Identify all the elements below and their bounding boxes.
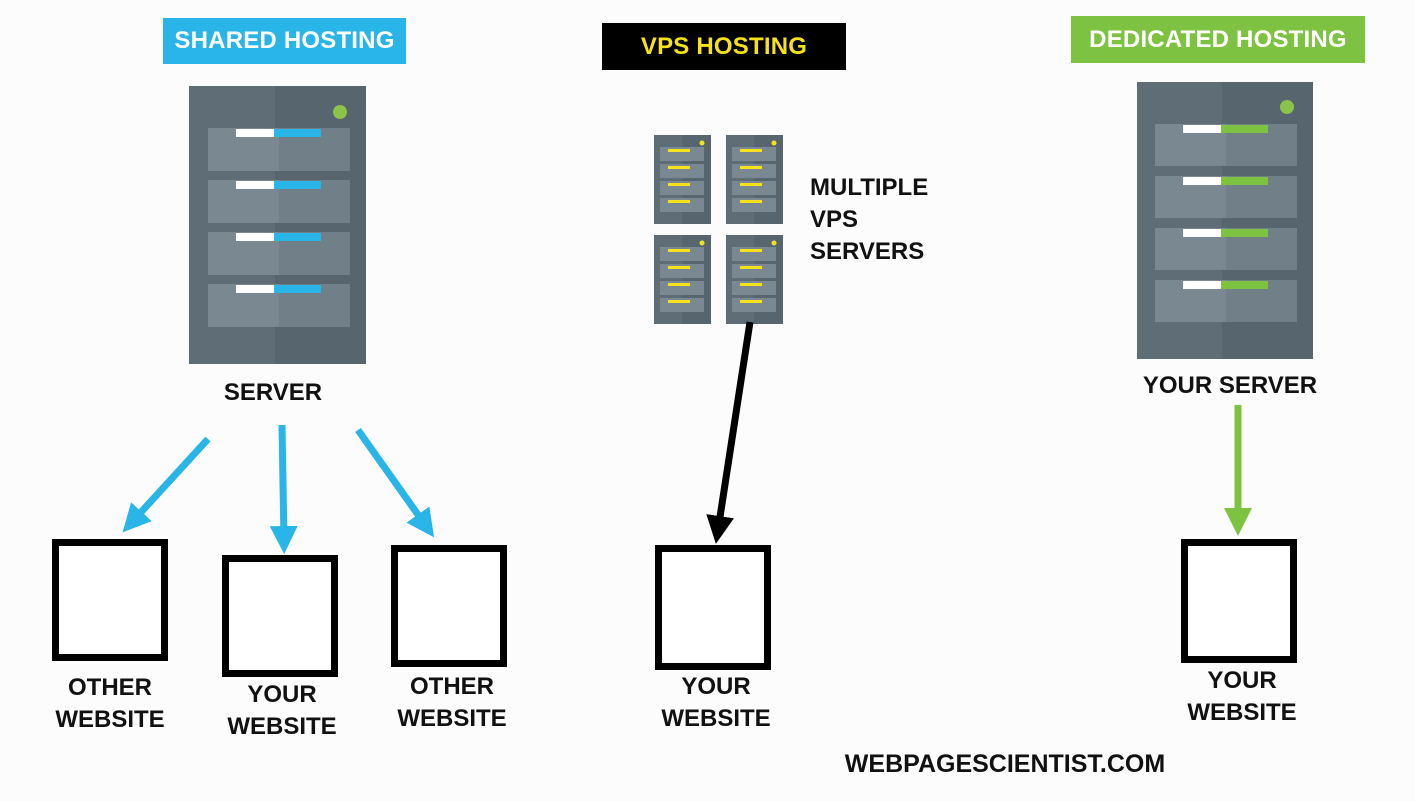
shared-server-label: SERVER: [223, 379, 323, 406]
arrow-to-other-website-2: [355, 427, 435, 538]
dedicated-server-label: YOUR SERVER: [1142, 372, 1318, 399]
vps-servers-label-line2: VPS: [810, 206, 859, 233]
site-watermark: WEBPAGESCIENTIST.COM: [844, 750, 1166, 778]
arrow-to-your-website: [269, 424, 298, 554]
your-website-label-vps-line2: WEBSITE: [661, 705, 771, 732]
your-website-label-dedicated-line2: WEBSITE: [1187, 699, 1297, 726]
vps-servers-icon: [654, 135, 783, 324]
vps-servers-label-line3: SERVERS: [810, 238, 925, 265]
shared-server-icon: [189, 86, 366, 364]
vps-servers-label: MULTIPLE VPS SERVERS: [810, 172, 928, 268]
other-website-box-1: [52, 539, 168, 661]
other-website-label-1-line2: WEBSITE: [55, 706, 165, 733]
arrow-vps-to-your-website: [706, 321, 754, 544]
other-website-label-1: OTHER WEBSITE: [40, 672, 180, 736]
vps-servers-label-line1: MULTIPLE: [810, 174, 929, 201]
your-website-label-vps-line1: YOUR: [681, 673, 751, 700]
other-website-box-2: [391, 545, 507, 667]
arrow-to-other-website-1: [122, 436, 211, 533]
vps-hosting-title: VPS HOSTING: [602, 23, 846, 70]
other-website-label-2-line1: OTHER: [410, 673, 494, 700]
dedicated-server-icon: [1137, 82, 1313, 359]
dedicated-hosting-title: DEDICATED HOSTING: [1071, 16, 1365, 63]
other-website-label-2-line2: WEBSITE: [397, 705, 507, 732]
other-website-label-1-line1: OTHER: [68, 674, 152, 701]
other-website-label-2: OTHER WEBSITE: [382, 671, 522, 735]
your-website-box-vps: [655, 545, 771, 670]
your-website-label-shared-line1: YOUR: [247, 681, 317, 708]
your-website-label-shared-line2: WEBSITE: [227, 713, 337, 740]
shared-hosting-title: SHARED HOSTING: [163, 18, 406, 64]
your-website-label-vps: YOUR WEBSITE: [646, 671, 786, 735]
your-website-label-shared: YOUR WEBSITE: [212, 679, 352, 743]
your-website-box-shared: [222, 555, 338, 677]
your-website-label-dedicated-line1: YOUR: [1207, 667, 1277, 694]
your-website-box-dedicated: [1181, 539, 1297, 663]
your-website-label-dedicated: YOUR WEBSITE: [1172, 665, 1312, 729]
